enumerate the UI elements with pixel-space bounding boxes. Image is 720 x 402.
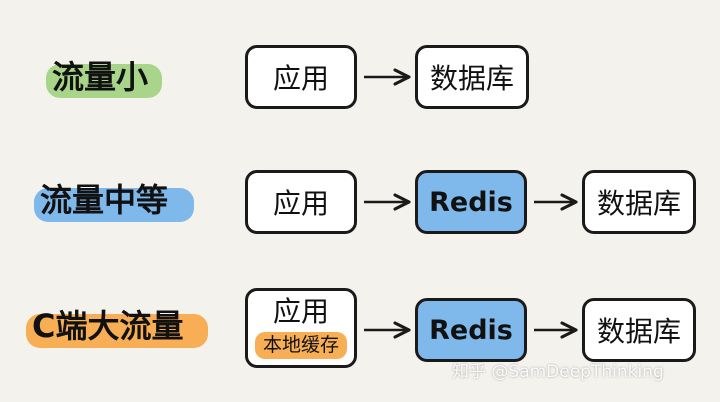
row2-redis-box: Redis (415, 170, 527, 234)
row2-redis-text: Redis (429, 186, 513, 218)
row3-redis-text: Redis (429, 314, 513, 346)
row1-app-box: 应用 (245, 45, 357, 109)
row2-db-text: 数据库 (596, 187, 681, 220)
row3-db-box: 数据库 (582, 298, 696, 362)
row2-app-box: 应用 (245, 170, 357, 234)
row3-redis-box: Redis (415, 298, 527, 362)
row3-app-box: 应用 本地缓存 (245, 288, 357, 368)
watermark: 知乎 @SamDeepThinking (452, 362, 664, 382)
row1-app-text: 应用 (272, 62, 329, 95)
row3-db-text: 数据库 (596, 315, 681, 348)
row2-db-box: 数据库 (582, 170, 696, 234)
row2-app-text: 应用 (272, 187, 329, 220)
row1-db-box: 数据库 (415, 45, 529, 109)
row3-app-text: 应用 (272, 295, 329, 328)
row2-label: 流量中等 (40, 181, 169, 219)
row2-label-highlight (34, 188, 194, 222)
local-cache-badge: 本地缓存 (254, 331, 347, 360)
row3-label-highlight (26, 314, 208, 348)
row1-label-highlight (46, 64, 162, 98)
row1-label: 流量小 (52, 58, 149, 96)
row1-db-text: 数据库 (429, 62, 514, 95)
row3-label: C端大流量 (32, 307, 184, 345)
